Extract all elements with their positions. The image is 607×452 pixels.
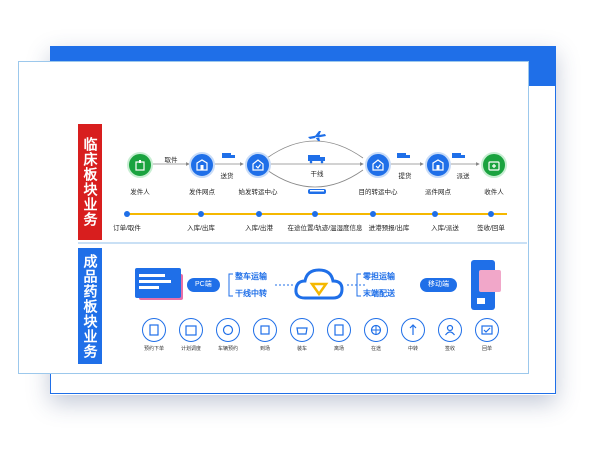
tag-last-mile: 末端配送 bbox=[363, 289, 395, 298]
airplane-icon bbox=[308, 131, 326, 141]
mobile-label: 移动端 bbox=[420, 278, 457, 292]
origin-outlet-node-icon bbox=[189, 152, 215, 178]
train-icon bbox=[308, 189, 326, 194]
sender-node-icon bbox=[127, 152, 153, 178]
edge-label-pickup-goods: 提货 bbox=[398, 173, 412, 180]
feature-icon-2 bbox=[179, 318, 203, 342]
section-label-clinical: 临床板块业务 bbox=[78, 124, 102, 240]
feature-icon-3 bbox=[216, 318, 240, 342]
pc-label: PC端 bbox=[187, 278, 220, 292]
section-label-product: 成品药板块业务 bbox=[78, 248, 102, 364]
small-truck-icon-1 bbox=[222, 153, 235, 158]
edge-label-trunk: 干线 bbox=[310, 171, 324, 178]
tag-trunk-transfer: 干线中转 bbox=[235, 289, 267, 298]
cloud-connectors bbox=[275, 284, 365, 286]
feature-label-10: 回单 bbox=[481, 346, 493, 352]
section-divider bbox=[78, 242, 527, 244]
feature-label-7: 在途 bbox=[370, 346, 382, 352]
timeline-label-7: 签收/回单 bbox=[477, 225, 505, 232]
node-label-sender: 发件人 bbox=[130, 189, 150, 196]
edge-label-deliver: 送货 bbox=[220, 173, 234, 180]
feature-label-2: 计划调度 bbox=[180, 346, 202, 352]
feature-icon-5 bbox=[290, 318, 314, 342]
recipient-node-icon bbox=[481, 152, 507, 178]
node-label-dest-hub: 目的转运中心 bbox=[358, 189, 398, 196]
feature-label-6: 离场 bbox=[333, 346, 345, 352]
timeline-label-5: 进港预报/出库 bbox=[368, 225, 410, 232]
timeline-label-2: 入库/出库 bbox=[187, 225, 215, 232]
timeline-label-1: 订单/取件 bbox=[113, 225, 141, 232]
timeline-label-6: 入库/派送 bbox=[431, 225, 459, 232]
dest-outlet-node-icon bbox=[425, 152, 451, 178]
mobile-phone-illustration bbox=[471, 260, 501, 310]
feature-label-5: 装车 bbox=[296, 346, 308, 352]
node-label-dest-outlet: 派件网点 bbox=[425, 189, 451, 196]
right-bracket bbox=[356, 273, 361, 297]
tag-full-truck: 整车运输 bbox=[235, 272, 267, 281]
pc-monitor-illustration bbox=[135, 268, 183, 300]
timeline-label-4: 在途位置/轨迹/温湿度信息 bbox=[287, 225, 363, 232]
clinical-flow: 发件人 发件网点 始发转运中心 目的转运中心 派件网点 收件人 取件 送货 干线… bbox=[107, 124, 527, 240]
feature-label-1: 预约下单 bbox=[143, 346, 165, 352]
edge-label-dispatch: 派送 bbox=[456, 173, 470, 180]
feature-icon-1 bbox=[142, 318, 166, 342]
cloud-platform-icon bbox=[294, 268, 344, 300]
node-label-origin-hub: 始发转运中心 bbox=[238, 189, 278, 196]
clinical-connectors bbox=[124, 140, 507, 217]
product-flow: PC端 整车运输 干线中转 零担运输 末端配送 移动端 预约下单 计划调度 车辆… bbox=[107, 248, 527, 364]
tag-ltl-transport: 零担运输 bbox=[363, 272, 395, 281]
left-bracket bbox=[228, 273, 233, 297]
edge-label-pickup: 取件 bbox=[164, 157, 178, 164]
feature-icon-9 bbox=[438, 318, 462, 342]
feature-icon-6 bbox=[327, 318, 351, 342]
small-truck-icon-2 bbox=[397, 153, 410, 158]
feature-icon-7 bbox=[364, 318, 388, 342]
feature-label-9: 签收 bbox=[444, 346, 456, 352]
node-label-recipient: 收件人 bbox=[484, 189, 504, 196]
feature-icon-8 bbox=[401, 318, 425, 342]
node-label-origin-outlet: 发件网点 bbox=[189, 189, 215, 196]
feature-label-8: 中转 bbox=[407, 346, 419, 352]
small-truck-icon-3 bbox=[452, 153, 465, 158]
feature-icon-4 bbox=[253, 318, 277, 342]
truck-icon bbox=[308, 155, 325, 164]
feature-label-3: 车辆预约 bbox=[217, 346, 239, 352]
feature-icon-10 bbox=[475, 318, 499, 342]
timeline-label-3: 入库/出港 bbox=[245, 225, 273, 232]
dest-hub-node-icon bbox=[365, 152, 391, 178]
origin-hub-node-icon bbox=[245, 152, 271, 178]
feature-label-4: 到场 bbox=[259, 346, 271, 352]
